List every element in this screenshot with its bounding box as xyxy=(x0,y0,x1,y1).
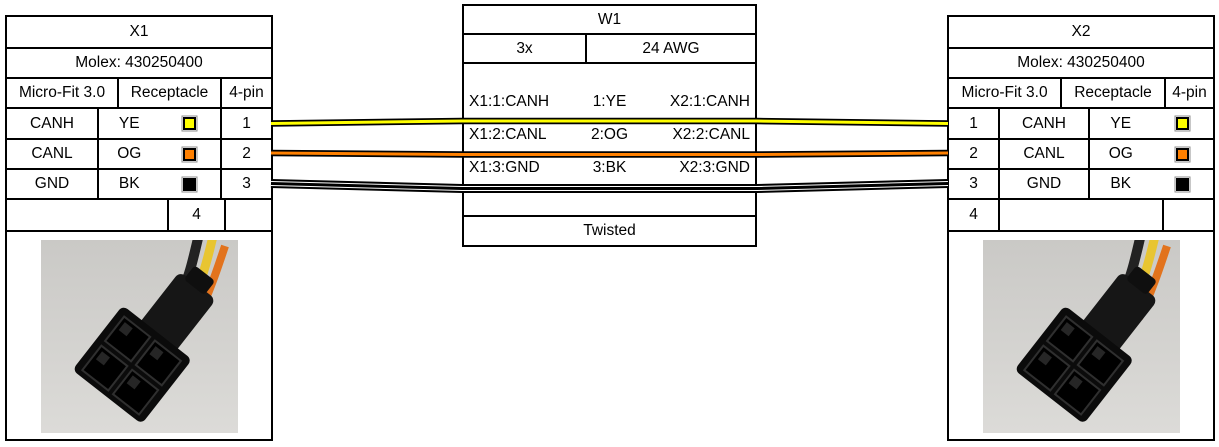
wire-to-label: X2:1:CANH xyxy=(669,93,750,110)
pin-number: 1 xyxy=(969,114,978,132)
empty-cell xyxy=(224,200,271,230)
wire-color-swatch xyxy=(1152,140,1214,168)
empty-cell xyxy=(1162,200,1213,230)
connector-title: X1 xyxy=(129,23,149,40)
cable-wire-section: X1:1:CANH 1:YE X2:1:CANH X1:2:CANL 2:OG … xyxy=(464,62,755,215)
connector-type: Micro-Fit 3.0 xyxy=(18,84,106,101)
wire-color-cell: YE xyxy=(1088,109,1213,138)
photo-connector-housing xyxy=(1016,266,1156,422)
cable-w1-table: W1 3x 24 AWG X1:1:CANH 1:YE X2:1:CANH X1… xyxy=(462,4,757,247)
pin-row: 2 CANL OG xyxy=(949,138,1213,168)
empty-cell xyxy=(998,200,1162,230)
connector-photo-cell xyxy=(949,230,1213,439)
wire-from-label: X1:1:CANH xyxy=(469,93,550,110)
pin-function: CANL xyxy=(31,145,73,162)
pin-function: CANL xyxy=(998,140,1088,168)
wire-to-label: X2:2:CANL xyxy=(672,126,750,143)
pin-number: 2 xyxy=(220,140,271,168)
pin-row-unconnected: 4 xyxy=(949,198,1213,230)
pin-row: CANL OG 2 xyxy=(7,138,271,168)
color-swatch-icon xyxy=(1174,176,1191,192)
pin-number: 1 xyxy=(220,109,271,138)
pin-function: GND xyxy=(34,175,70,192)
pin-function: CANH xyxy=(998,109,1088,138)
empty-cell xyxy=(7,200,167,230)
wire-connection-labels: X1:3:GND 3:BK X2:3:GND xyxy=(469,159,750,177)
connector-pincount: 4-pin xyxy=(220,79,271,107)
connector-photo-cell xyxy=(7,230,271,439)
wire-color-code: OG xyxy=(117,145,142,162)
connector-photo xyxy=(40,240,238,433)
pin-number: 3 xyxy=(969,175,978,192)
color-swatch-icon xyxy=(1174,146,1191,162)
pin-row: GND BK 3 xyxy=(7,168,271,198)
connector-subtype: Receptacle xyxy=(117,79,220,107)
connector-pincount: 4-pin xyxy=(1164,79,1213,107)
wire-color-code: YE xyxy=(118,114,140,132)
pin-row: 3 GND BK xyxy=(949,168,1213,198)
wire-color-code: YE xyxy=(1110,114,1132,132)
wire-color-cell: YE xyxy=(97,109,220,138)
cable-note: Twisted xyxy=(464,215,755,245)
wire-color-cell: OG xyxy=(97,140,220,168)
wire-to-label: X2:3:GND xyxy=(679,159,750,176)
wire-color-cell: BK xyxy=(1088,170,1213,198)
wire-from-label: X1:2:CANL xyxy=(469,126,547,143)
color-swatch-icon xyxy=(181,146,198,162)
connector-title: X2 xyxy=(1071,23,1091,40)
connector-part-number: Molex: 430250400 xyxy=(949,47,1213,77)
wire-color-cell: BK xyxy=(97,170,220,198)
wire-color-swatch xyxy=(1152,170,1214,198)
wire-id-label: 2:OG xyxy=(590,126,629,143)
connector-photo xyxy=(982,240,1180,433)
connector-x1-table: X1 Molex: 430250400 Micro-Fit 3.0 Recept… xyxy=(5,15,273,441)
wire-connection-labels: X1:1:CANH 1:YE X2:1:CANH xyxy=(469,93,750,111)
color-swatch-icon xyxy=(181,176,198,192)
wire-color-code: BK xyxy=(1110,175,1132,192)
connector-subtype: Receptacle xyxy=(1060,79,1164,107)
pin-row: 1 CANH YE xyxy=(949,107,1213,138)
connector-type: Micro-Fit 3.0 xyxy=(961,84,1048,101)
pin-number: 4 xyxy=(969,206,978,223)
wire-color-code: BK xyxy=(118,175,140,192)
cable-wirecount: 3x xyxy=(516,39,533,57)
wire-color-code: OG xyxy=(1108,145,1133,162)
connector-x2-table: X2 Molex: 430250400 Micro-Fit 3.0 Recept… xyxy=(947,15,1215,441)
connector-type-row: Micro-Fit 3.0 Receptacle 4-pin xyxy=(949,77,1213,107)
cable-title: W1 xyxy=(597,10,622,28)
pin-row: CANH YE 1 xyxy=(7,107,271,138)
pin-number: 4 xyxy=(167,200,224,230)
wire-color-swatch xyxy=(160,109,221,138)
pin-number: 2 xyxy=(969,145,978,162)
connector-type-row: Micro-Fit 3.0 Receptacle 4-pin xyxy=(7,77,271,107)
pin-row-unconnected: 4 xyxy=(7,198,271,230)
wire-id-label: 1:YE xyxy=(592,93,627,110)
color-swatch-icon xyxy=(1174,115,1191,132)
color-swatch-icon xyxy=(181,115,198,132)
pin-number: 3 xyxy=(220,170,271,198)
wire-color-swatch xyxy=(160,140,221,168)
wire-color-swatch xyxy=(1152,109,1214,138)
pin-function: GND xyxy=(998,170,1088,198)
wire-color-swatch xyxy=(160,170,221,198)
photo-connector-housing xyxy=(74,266,214,422)
wire-from-label: X1:3:GND xyxy=(469,159,540,176)
cable-gauge: 24 AWG xyxy=(585,35,755,62)
connector-part-number: Molex: 430250400 xyxy=(7,47,271,77)
pin-function: CANH xyxy=(30,114,74,132)
wire-id-label: 3:BK xyxy=(592,159,627,176)
cable-spec-row: 3x 24 AWG xyxy=(464,33,755,62)
wire-color-cell: OG xyxy=(1088,140,1213,168)
wire-connection-labels: X1:2:CANL 2:OG X2:2:CANL xyxy=(469,126,750,144)
